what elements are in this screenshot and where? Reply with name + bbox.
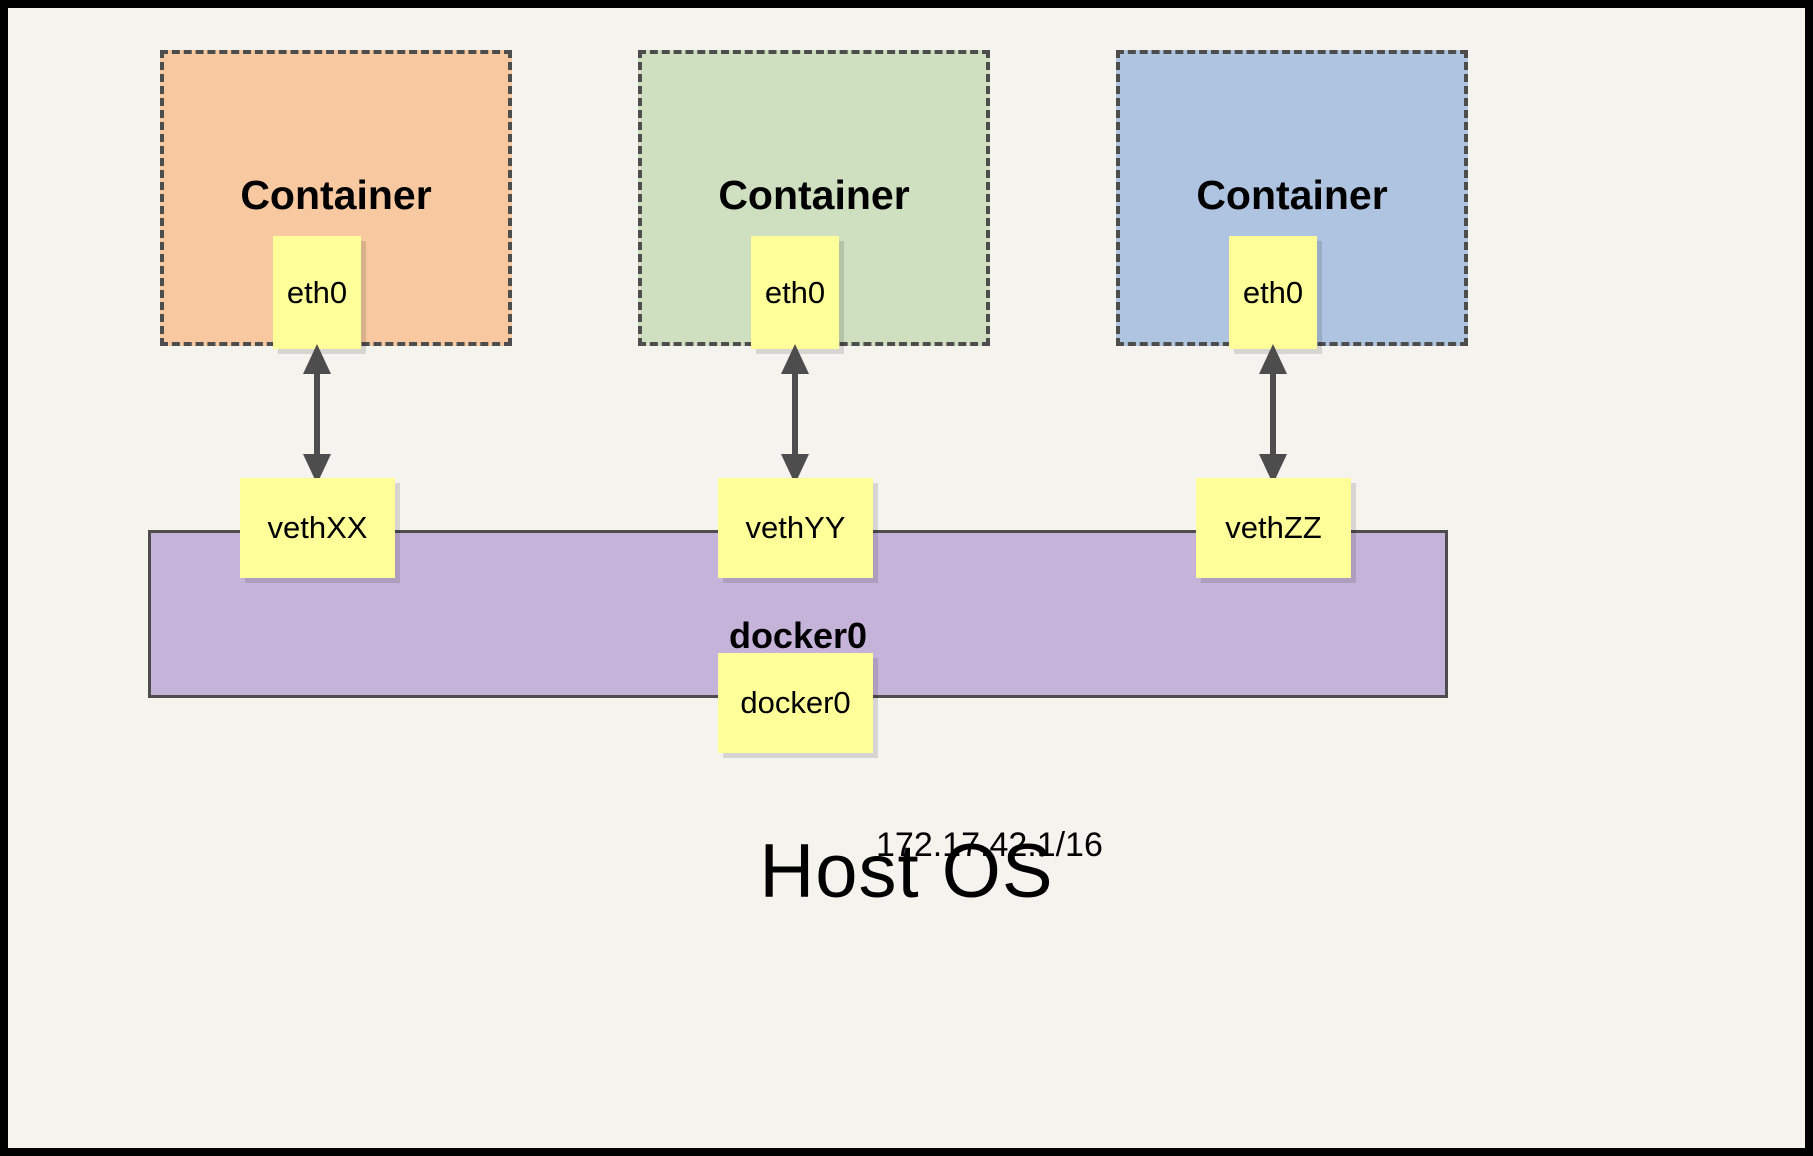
docker0-ip-address-label: 172.17.42.1/16 bbox=[876, 826, 1103, 864]
veth-pair-arrow-3 bbox=[1259, 344, 1287, 484]
veth-chip-1: vethXX bbox=[240, 478, 395, 578]
diagram-canvas: Container Container Container eth0 eth0 … bbox=[8, 8, 1805, 1148]
veth-pair-arrow-1 bbox=[303, 344, 331, 484]
host-os-label: Host OS bbox=[759, 829, 1054, 914]
veth-pair-arrow-2 bbox=[781, 344, 809, 484]
eth0-chip-3: eth0 bbox=[1229, 236, 1317, 349]
container-title-2: Container bbox=[718, 172, 910, 218]
docker0-bridge-label: docker0 bbox=[728, 615, 868, 656]
docker0-interface-chip: docker0 bbox=[718, 653, 873, 753]
container-title-1: Container bbox=[240, 172, 432, 218]
eth0-chip-1: eth0 bbox=[273, 236, 361, 349]
container-title-3: Container bbox=[1196, 172, 1388, 218]
eth0-chip-2: eth0 bbox=[751, 236, 839, 349]
veth-chip-3: vethZZ bbox=[1196, 478, 1351, 578]
veth-chip-2: vethYY bbox=[718, 478, 873, 578]
